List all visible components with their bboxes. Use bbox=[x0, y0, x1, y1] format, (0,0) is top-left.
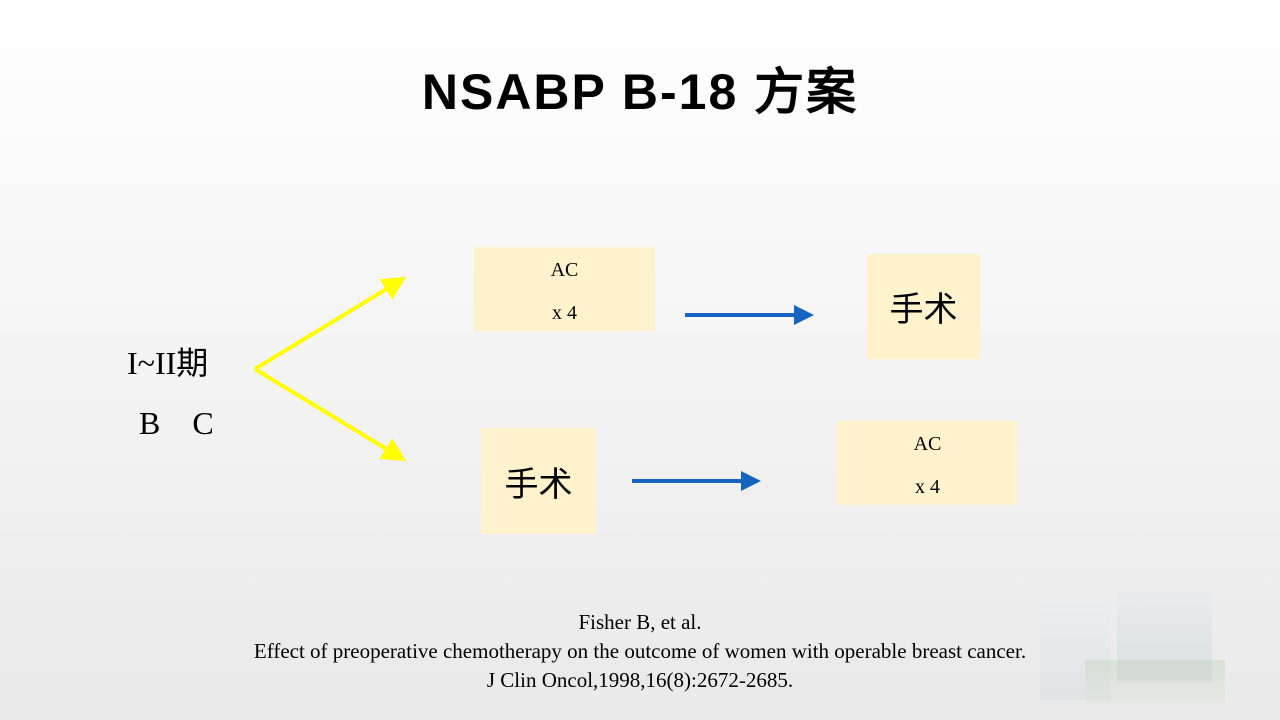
bottom-surgery-label: 手术 bbox=[504, 464, 573, 505]
slide-title: NSABP B-18 方案 bbox=[421, 64, 859, 120]
reference: Fisher B, et al. Effect of preoperative … bbox=[0, 608, 1280, 695]
yellow-arrow-up bbox=[253, 276, 407, 371]
reference-article: Effect of preoperative chemotherapy on t… bbox=[253, 639, 1027, 663]
top-ac-box: AC x 4 bbox=[474, 247, 655, 331]
bottom-ac-cycles: x 4 bbox=[915, 476, 940, 498]
top-surgery-box: 手术 bbox=[867, 254, 980, 359]
bottom-ac-label: AC bbox=[913, 433, 942, 455]
yellow-arrow-down bbox=[253, 367, 407, 462]
reference-authors: Fisher B, et al. bbox=[578, 610, 702, 634]
stage-label: I~II期 bbox=[127, 345, 209, 381]
bottom-ac-box: AC x 4 bbox=[837, 421, 1018, 505]
top-ac-label: AC bbox=[550, 259, 579, 281]
bottom-surgery-box: 手术 bbox=[481, 428, 596, 534]
reference-journal: J Clin Oncol,1998,16(8):2672-2685. bbox=[486, 668, 794, 692]
top-ac-cycles: x 4 bbox=[552, 302, 577, 324]
stage-sublabel: B C bbox=[139, 405, 214, 441]
top-surgery-label: 手术 bbox=[889, 290, 958, 330]
